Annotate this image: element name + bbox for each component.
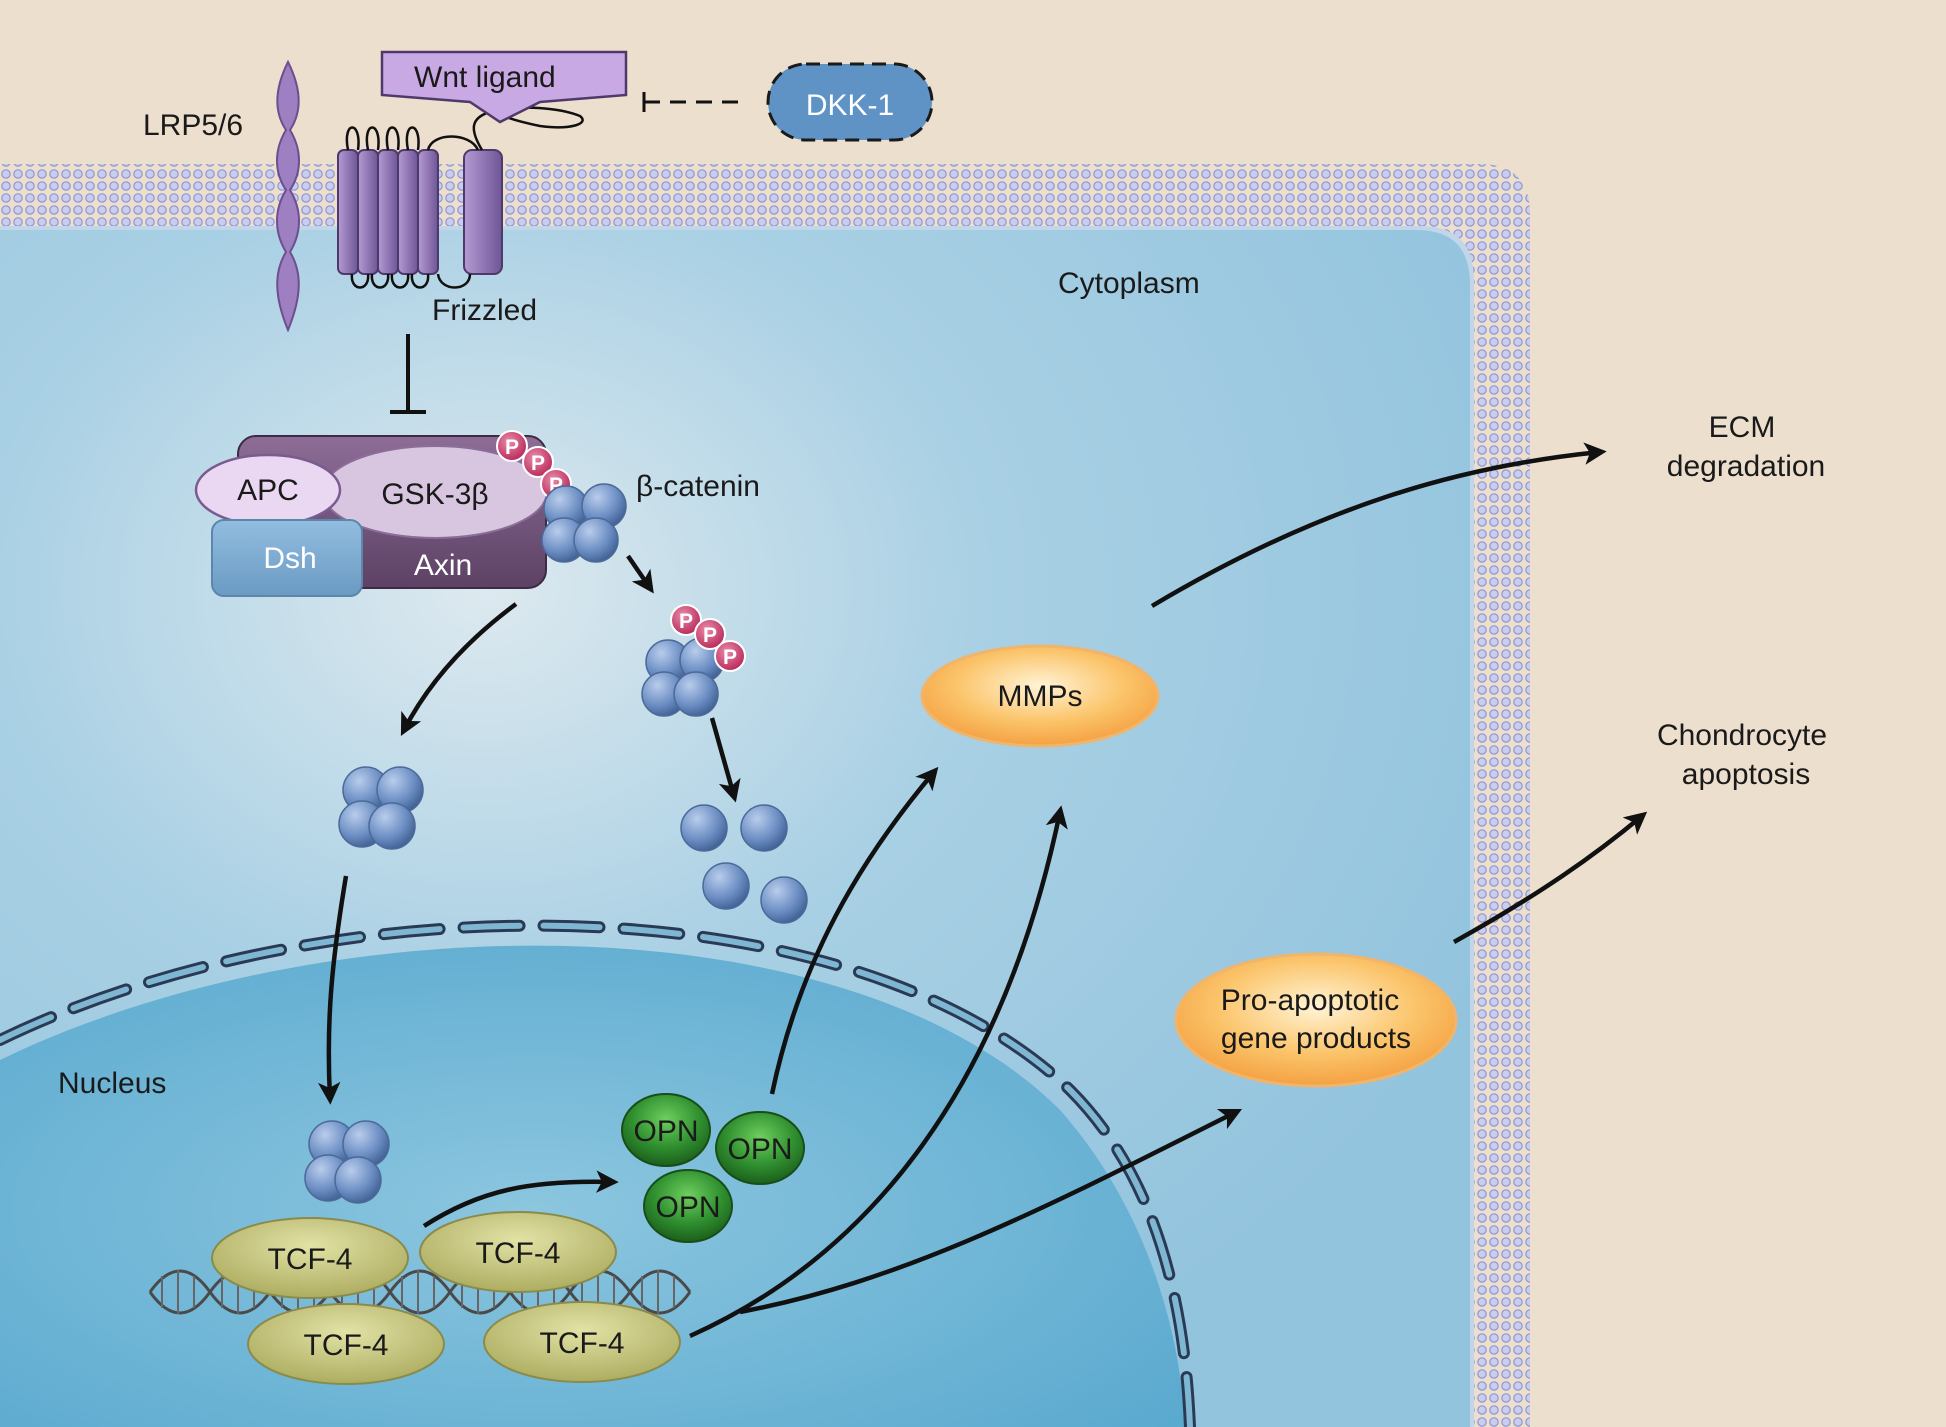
tcf4-node bbox=[211, 1217, 409, 1299]
stable-beta-catenin-cytoplasm bbox=[338, 766, 424, 850]
opn-label: OPN bbox=[655, 1191, 720, 1224]
nuclear-beta-catenin bbox=[304, 1120, 390, 1204]
chondrocyte-label-line1: Chondrocyte bbox=[1657, 719, 1827, 752]
dkk1-label: DKK-1 bbox=[806, 89, 894, 122]
dsh-label: Dsh bbox=[263, 542, 316, 575]
pro-apoptotic-label-line1: Pro-apoptotic bbox=[1221, 984, 1399, 1017]
tcf4-label: TCF-4 bbox=[268, 1243, 353, 1276]
pathway-arrows bbox=[317, 442, 1648, 1339]
axin-label: Axin bbox=[414, 549, 472, 582]
beta-catenin-label: β-catenin bbox=[636, 470, 760, 503]
phospho-label: P bbox=[679, 610, 693, 633]
phospho-label: P bbox=[531, 452, 545, 475]
cytoplasm-label: Cytoplasm bbox=[1058, 267, 1200, 300]
opn-label: OPN bbox=[727, 1133, 792, 1166]
tcf4-label: TCF-4 bbox=[476, 1237, 561, 1270]
tcf4-nodes bbox=[211, 1211, 681, 1385]
beta-catenin-bound bbox=[541, 483, 627, 563]
nucleus-label: Nucleus bbox=[58, 1067, 166, 1100]
lrp56-receptor bbox=[276, 59, 300, 333]
opn-node bbox=[715, 1111, 805, 1185]
mmps-node bbox=[920, 644, 1160, 748]
pro-apoptotic-node bbox=[1174, 952, 1458, 1088]
tcf4-label: TCF-4 bbox=[540, 1327, 625, 1360]
phosphorylated-beta-catenin: P P P bbox=[641, 604, 746, 717]
frizzled-inhibits-complex bbox=[390, 334, 426, 414]
lrp56-label: LRP5/6 bbox=[143, 109, 243, 142]
opn-nodes bbox=[621, 1093, 805, 1243]
dkk1-inhibition bbox=[642, 92, 740, 112]
dkk1-node bbox=[766, 62, 934, 142]
opn-node bbox=[621, 1093, 711, 1167]
apc-label: APC bbox=[237, 474, 299, 507]
phospho-label: P bbox=[505, 436, 519, 459]
chondrocyte-label-line2: apoptosis bbox=[1682, 758, 1810, 791]
frizzled-receptor bbox=[337, 98, 584, 289]
dsh-node bbox=[211, 519, 363, 597]
gsk3b-label: GSK-3β bbox=[381, 478, 488, 511]
wnt-ligand-label: Wnt ligand bbox=[414, 61, 556, 94]
pro-apoptotic-label-line2: gene products bbox=[1221, 1022, 1411, 1055]
mmps-label: MMPs bbox=[998, 680, 1083, 713]
ecm-label-line1: ECM bbox=[1709, 411, 1776, 444]
opn-node bbox=[643, 1169, 733, 1243]
tcf4-label: TCF-4 bbox=[304, 1329, 389, 1362]
frizzled-label: Frizzled bbox=[432, 294, 537, 327]
ecm-label-line2: degradation bbox=[1667, 450, 1825, 483]
degraded-beta-catenin bbox=[680, 804, 808, 924]
tcf4-node bbox=[247, 1303, 445, 1385]
tcf4-node bbox=[419, 1211, 617, 1293]
phospho-label: P bbox=[703, 624, 717, 647]
nucleus-region bbox=[0, 945, 1185, 1427]
phospho-label: P bbox=[723, 646, 737, 669]
destruction-complex bbox=[194, 435, 548, 597]
opn-label: OPN bbox=[633, 1115, 698, 1148]
tcf4-node bbox=[483, 1301, 681, 1383]
wnt-ligand bbox=[380, 50, 628, 124]
